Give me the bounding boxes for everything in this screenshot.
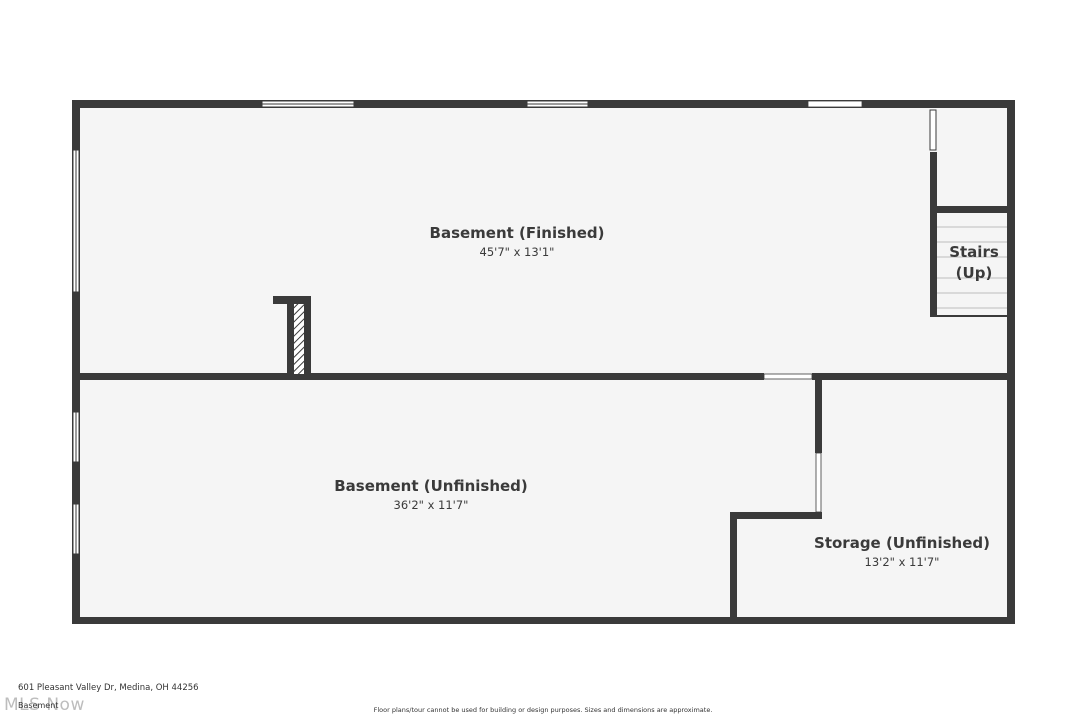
disclaimer-text: Floor plans/tour cannot be used for buil… [373, 706, 713, 714]
windows [72, 100, 937, 555]
room-dims-storage: 13'2" x 11'7" [865, 555, 940, 569]
room-dims-unfinished: 36'2" x 11'7" [394, 498, 469, 512]
floor-label: Basement [18, 701, 59, 710]
chimney-column [273, 296, 311, 376]
doorway [815, 452, 822, 513]
doorways [763, 100, 863, 513]
window [929, 109, 937, 151]
stairs-label-line1: Stairs [949, 243, 999, 261]
mls-watermark: MLS Now [4, 695, 85, 715]
room-name-unfinished: Basement (Unfinished) [334, 477, 528, 495]
stairs [937, 213, 1007, 317]
room-name-storage: Storage (Unfinished) [814, 534, 990, 552]
room-dims-finished: 45'7" x 13'1" [480, 245, 555, 259]
floor-area [77, 104, 1010, 620]
address-label: 601 Pleasant Valley Dr, Medina, OH 44256 [18, 683, 199, 693]
stairs-label-line2: (Up) [956, 264, 993, 282]
doorway [807, 100, 863, 108]
room-name-finished: Basement (Finished) [430, 224, 605, 242]
doorway [763, 373, 813, 380]
interior-walls [77, 152, 1010, 620]
